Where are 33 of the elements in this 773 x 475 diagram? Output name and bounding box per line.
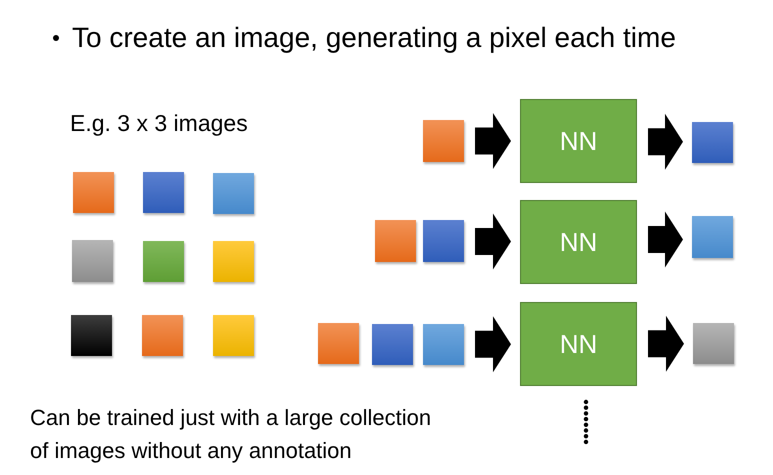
pixel-square: [372, 324, 413, 365]
network-label: NN: [560, 328, 598, 360]
block-arrow: [648, 114, 683, 170]
pixel-square: [213, 173, 254, 214]
pixel-square: [692, 122, 733, 163]
network-box: [520, 99, 637, 183]
pixel-square: [71, 315, 112, 356]
pixel-square: [375, 220, 416, 262]
pixel-square: [213, 241, 254, 282]
block-arrow: [648, 212, 683, 268]
network-box: [520, 302, 637, 386]
pixel-square: [423, 324, 464, 365]
network-label: NN: [560, 226, 598, 258]
pixel-square: [423, 120, 464, 162]
network-box: [520, 200, 637, 284]
pixel-square: [142, 315, 183, 356]
pixel-square: [72, 240, 113, 282]
network-label: NN: [560, 126, 598, 156]
pixel-square: [423, 220, 464, 262]
title: To create an image, generating a pixel each time: [72, 21, 676, 55]
note-text: Can be trained just with a large collection of images without any annotation: [30, 404, 432, 465]
example-heading: E.g. 3 x 3 images: [70, 109, 248, 138]
pixel-square: [693, 323, 734, 364]
pixel-square: [73, 172, 114, 213]
block-arrow: [475, 113, 511, 169]
pixel-square: [143, 241, 184, 282]
pixel-square: [692, 216, 733, 258]
pixel-square: [143, 172, 184, 213]
block-arrow: [475, 316, 511, 372]
pixel-square: [318, 323, 359, 364]
pixel-square: [213, 315, 254, 356]
block-arrow: [475, 214, 511, 270]
block-arrow: [648, 316, 684, 372]
